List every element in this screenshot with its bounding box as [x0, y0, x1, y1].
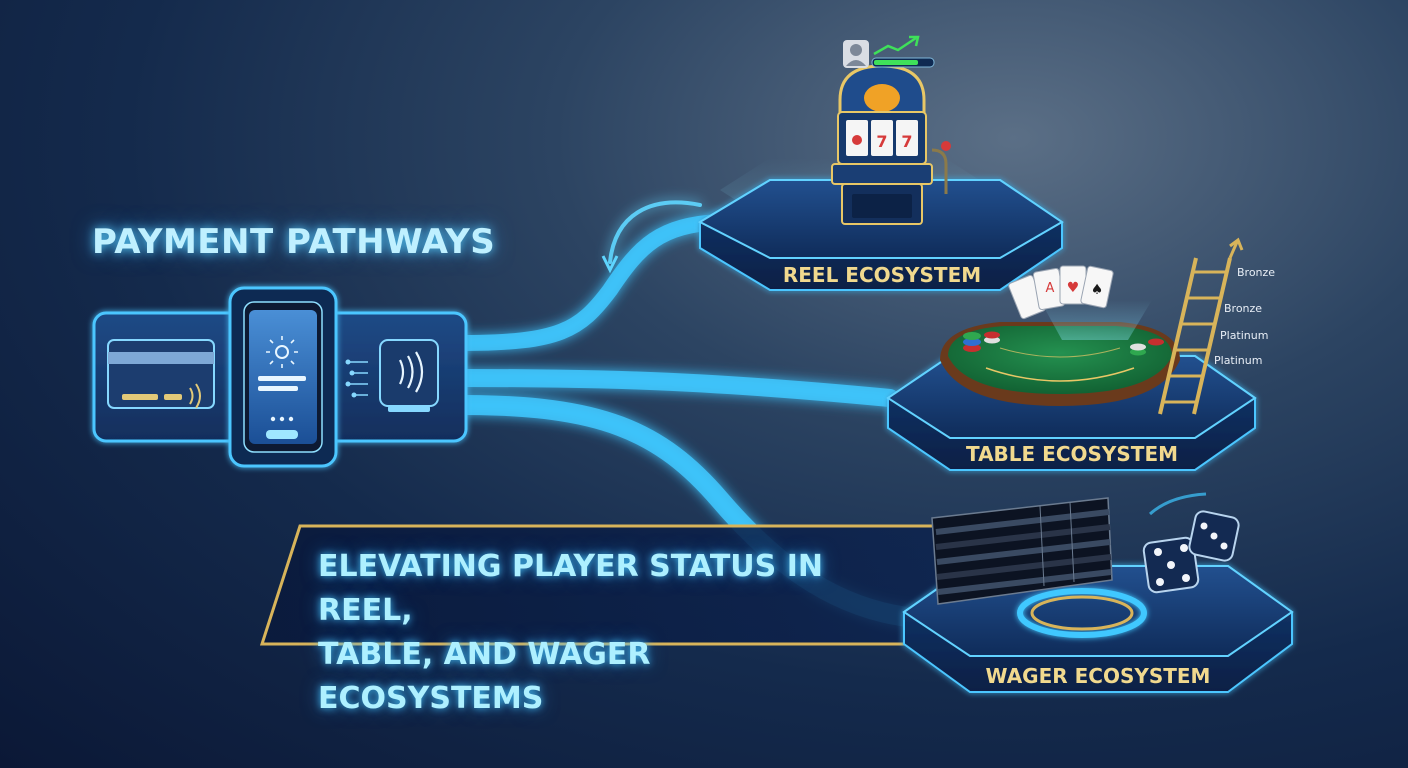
ladder-tier-label: Platinum — [1220, 329, 1268, 342]
payment-pathways-heading: PAYMENT PATHWAYS — [92, 222, 496, 262]
ladder-tier-label: Bronze — [1237, 266, 1275, 279]
flow-path-reel — [454, 214, 728, 351]
dice-icon — [1142, 492, 1240, 594]
payment-panel — [92, 286, 468, 468]
banner-line-1: ELEVATING PLAYER STATUS IN REEL, — [318, 549, 823, 628]
wager-ring — [1017, 588, 1147, 638]
smartphone-icon — [228, 286, 338, 468]
reel-platform-label: REEL ECOSYSTEM — [783, 263, 981, 287]
poker-chips-icon — [963, 331, 1164, 356]
ladder-icon — [1158, 237, 1244, 415]
playing-cards-icon: ♥ ♠ A — [1008, 265, 1152, 340]
slot-machine-icon: 7 7 — [831, 64, 951, 225]
banner-line-2: TABLE, AND WAGER ECOSYSTEMS — [318, 637, 651, 716]
ladder-tier-labels: Bronze Bronze Platinum Platinum — [1214, 266, 1275, 367]
table-platform-label: TABLE ECOSYSTEM — [966, 442, 1178, 466]
blackjack-table-icon — [940, 322, 1180, 406]
user-progress — [843, 35, 935, 68]
ladder-tier-label: Platinum — [1214, 354, 1262, 367]
odds-board-icon — [931, 497, 1113, 605]
svg-text:♥: ♥ — [1067, 280, 1080, 296]
progress-bar-fill — [874, 60, 918, 65]
svg-text:A: A — [1046, 281, 1055, 296]
contactless-terminal-icon — [345, 339, 439, 412]
trend-arrow-icon — [873, 36, 917, 56]
user-icon — [843, 40, 869, 68]
flow-path-table — [453, 369, 899, 407]
svg-text:7: 7 — [876, 132, 887, 151]
flow-return-arrow — [608, 200, 702, 264]
flow-return-arrowhead — [601, 255, 619, 274]
ladder-tier-label: Bronze — [1224, 302, 1262, 315]
svg-text:♠: ♠ — [1091, 282, 1104, 298]
svg-text:7: 7 — [901, 132, 912, 151]
wager-platform-label: WAGER ECOSYSTEM — [986, 664, 1211, 688]
headline-banner-text: ELEVATING PLAYER STATUS IN REEL, TABLE, … — [318, 545, 878, 721]
credit-card-icon — [107, 339, 215, 409]
